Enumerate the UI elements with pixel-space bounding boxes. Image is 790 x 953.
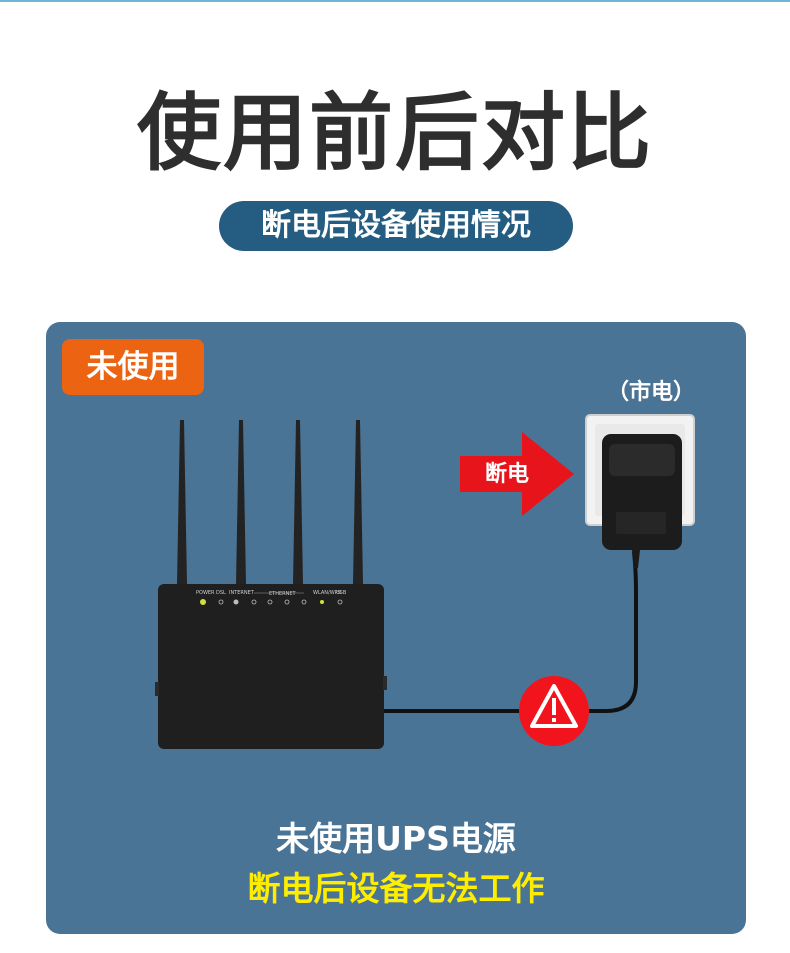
router-icon: POWER DSL INTERNET ETHERNET WLAN/WPS USB: [155, 584, 387, 749]
router-antennas: [177, 420, 363, 584]
mains-label: （市电）: [606, 380, 695, 405]
illustration: POWER DSL INTERNET ETHERNET WLAN/WPS USB: [155, 414, 695, 749]
router-label-ethernet: ETHERNET: [269, 591, 297, 597]
status-tag: 未使用: [62, 339, 204, 395]
warning-icon: [519, 676, 589, 746]
router-label-internet: INTERNET: [229, 590, 255, 596]
caption-line-1: 未使用UPS电源: [276, 819, 516, 858]
comparison-panel: POWER DSL INTERNET ETHERNET WLAN/WPS USB…: [46, 322, 746, 934]
power-cut-label: 断电: [484, 462, 529, 487]
router-label-power: POWER: [196, 590, 215, 596]
cable: [383, 551, 638, 713]
power-adapter-icon: [602, 434, 682, 568]
red-arrow-icon: [460, 432, 574, 516]
router-label-wlan: WLAN/WPS: [313, 590, 341, 596]
router-label-dsl: DSL: [216, 590, 226, 596]
page-title: 使用前后对比: [136, 84, 653, 182]
caption-line-2: 断电后设备无法工作: [247, 869, 545, 908]
top-accent-line: [0, 0, 790, 2]
subtitle-badge: 断电后设备使用情况: [219, 201, 573, 251]
router-label-usb: USB: [336, 590, 347, 596]
